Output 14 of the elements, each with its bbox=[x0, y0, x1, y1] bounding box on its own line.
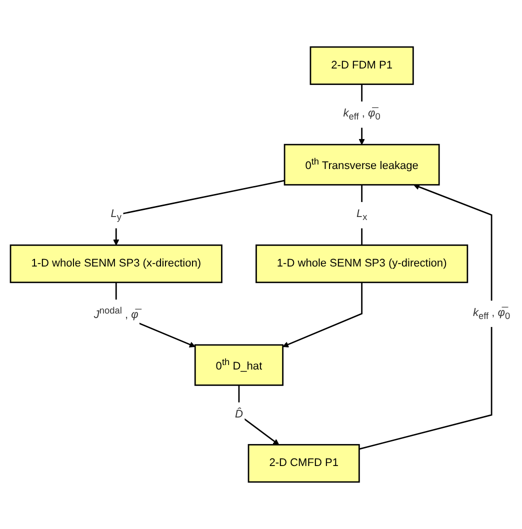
node-box: 2-D CMFD P1 bbox=[248, 444, 360, 483]
node-box: 0$^{th}$ D_hat bbox=[194, 344, 284, 386]
edge-label: J$^{nodal}$ , φ̅ bbox=[94, 305, 138, 321]
edge-label: D̂ bbox=[234, 408, 243, 420]
arrow bbox=[113, 180, 285, 246]
node-box: 0$^{th}$ Transverse leakage bbox=[284, 144, 440, 186]
node-box: 1-D whole SENM SP3 (x-direction) bbox=[10, 244, 222, 284]
edge-label: k$_{eff}$ , φ̅$_{0}$ bbox=[343, 108, 380, 122]
edge-label: L$_{y}$ bbox=[110, 208, 122, 222]
node-box: 2-D FDM P1 bbox=[310, 46, 414, 85]
edge-label: k$_{eff}$ , φ̅$_{0}$ bbox=[473, 306, 510, 321]
node-box: 1-D whole SENM SP3 (y-direction) bbox=[256, 244, 468, 284]
edge-label: L$_{x}$ bbox=[356, 208, 368, 222]
arrow bbox=[282, 282, 362, 348]
